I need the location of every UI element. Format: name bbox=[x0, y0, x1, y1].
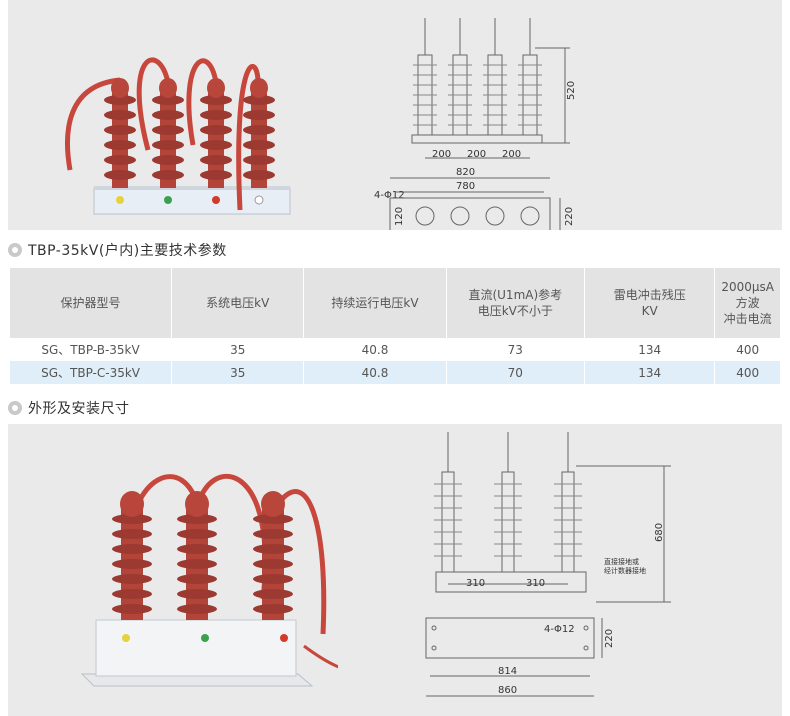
col-header-continuous-voltage: 持续运行电压kV bbox=[303, 268, 447, 338]
arrester-photo-3-phase bbox=[80, 473, 338, 687]
cell-model: SG、TBP-B-35kV bbox=[10, 338, 173, 361]
col-header-square-wave: 2000μsA方波冲击电流 bbox=[714, 268, 780, 338]
dimension-drawing-top: 520 200 200 200 820 780 4-Φ12 120 220 bbox=[374, 18, 577, 230]
section-title-dimensions: 外形及安装尺寸 bbox=[8, 398, 130, 418]
dim-spacing-1: 310 bbox=[466, 578, 485, 589]
dim-hole: 4-Φ12 bbox=[544, 624, 575, 635]
dim-height-680: 680 bbox=[654, 523, 665, 542]
cell-lightning-residual: 134 bbox=[584, 338, 716, 361]
dim-inner-780: 780 bbox=[456, 181, 475, 192]
dim-spacing-3: 200 bbox=[502, 149, 521, 160]
ground-note-line1: 直接接地或 bbox=[604, 557, 639, 566]
dim-height-520: 520 bbox=[566, 81, 577, 100]
dim-depth-220: 220 bbox=[604, 629, 615, 648]
dim-inner-814: 814 bbox=[498, 666, 517, 677]
col-header-dc-reference: 直流(U1mA)参考电压kV不小于 bbox=[446, 268, 586, 338]
dim-hole: 4-Φ12 bbox=[374, 190, 405, 201]
table-row: SG、TBP-B-35kV 35 40.8 73 134 400 bbox=[10, 338, 780, 361]
dim-spacing-1: 200 bbox=[432, 149, 451, 160]
table-header-row: 保护器型号 系统电压kV 持续运行电压kV 直流(U1mA)参考电压kV不小于 … bbox=[10, 268, 780, 338]
cell-lightning-residual: 134 bbox=[584, 361, 716, 384]
cell-dc-reference: 70 bbox=[446, 361, 586, 384]
bullet-icon bbox=[8, 401, 22, 415]
dimension-drawing-bottom: 680 310 310 直接接地或 经计数器接地 4-Φ12 220 814 8… bbox=[425, 432, 671, 697]
bottom-product-panel: 680 310 310 直接接地或 经计数器接地 4-Φ12 220 814 8… bbox=[8, 424, 782, 716]
top-product-panel: 520 200 200 200 820 780 4-Φ12 120 220 bbox=[8, 0, 782, 230]
table-row: SG、TBP-C-35kV 35 40.8 70 134 400 bbox=[10, 361, 780, 384]
dim-outer-860: 860 bbox=[498, 685, 517, 696]
col-header-system-voltage: 系统电压kV bbox=[171, 268, 305, 338]
cell-system-voltage: 35 bbox=[171, 338, 305, 361]
bullet-icon bbox=[8, 243, 22, 257]
spec-table: 保护器型号 系统电压kV 持续运行电压kV 直流(U1mA)参考电压kV不小于 … bbox=[10, 268, 780, 384]
section-title-parameters: TBP-35kV(户内)主要技术参数 bbox=[8, 240, 227, 260]
col-header-model: 保护器型号 bbox=[10, 268, 173, 338]
dim-spacing-2: 310 bbox=[526, 578, 545, 589]
ground-note-line2: 经计数器接地 bbox=[604, 566, 646, 575]
dim-depth-right: 220 bbox=[564, 207, 575, 226]
arrester-photo-4-phase bbox=[65, 57, 291, 215]
cell-system-voltage: 35 bbox=[171, 361, 305, 384]
cell-square-wave: 400 bbox=[714, 338, 780, 361]
cell-continuous-voltage: 40.8 bbox=[303, 361, 447, 384]
dim-spacing-2: 200 bbox=[467, 149, 486, 160]
cell-continuous-voltage: 40.8 bbox=[303, 338, 447, 361]
dim-depth-left: 120 bbox=[394, 207, 405, 226]
section-title-dimensions-text: 外形及安装尺寸 bbox=[28, 401, 130, 417]
cell-dc-reference: 73 bbox=[446, 338, 586, 361]
section-title-parameters-text: TBP-35kV(户内)主要技术参数 bbox=[28, 243, 227, 259]
cell-model: SG、TBP-C-35kV bbox=[10, 361, 173, 384]
cell-square-wave: 400 bbox=[714, 361, 780, 384]
dim-outer-820: 820 bbox=[456, 167, 475, 178]
